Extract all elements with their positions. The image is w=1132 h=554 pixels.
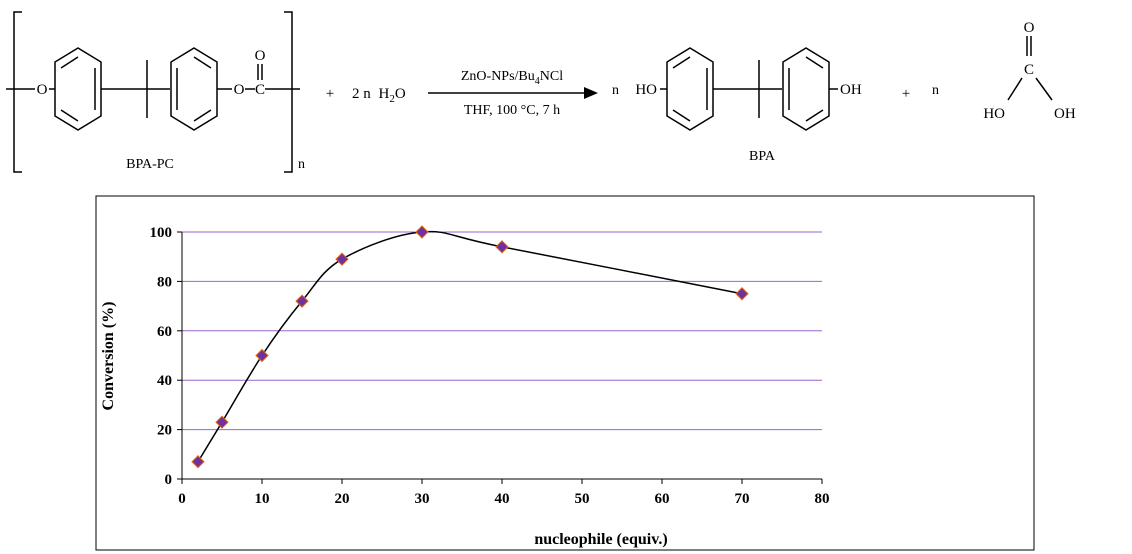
y-tick-labels: 0 20 40 60 80 100 xyxy=(150,225,173,488)
data-point-1 xyxy=(215,415,229,429)
axes xyxy=(177,231,823,484)
water-o: O xyxy=(395,86,406,102)
water-label: 2 n H2O xyxy=(352,86,406,105)
right-bracket xyxy=(284,11,293,173)
carbonyl-o: O xyxy=(255,48,266,64)
scheme-lines xyxy=(6,11,1053,173)
product1-ho: HO xyxy=(635,82,657,98)
conditions-top-post: NCl xyxy=(540,69,563,84)
data-point-5 xyxy=(415,225,429,239)
data-point-7 xyxy=(735,287,749,301)
plus-2: + xyxy=(902,86,910,102)
water-h: H xyxy=(379,86,390,102)
data-point-4 xyxy=(335,252,349,266)
chart-frame xyxy=(95,195,1035,551)
y-tick-label-1: 20 xyxy=(157,423,172,439)
product2-o-top: O xyxy=(1024,20,1035,36)
product2-ho: HO xyxy=(983,106,1005,122)
x-tick-label-5: 50 xyxy=(575,491,590,507)
x-tick-label-0: 0 xyxy=(178,491,186,507)
carbonyl-c: C xyxy=(255,82,265,98)
y-tick-label-3: 60 xyxy=(157,324,172,340)
y-tick-label-5: 100 xyxy=(150,225,173,241)
x-axis-title: nucleophile (equiv.) xyxy=(534,531,667,548)
ring-2 xyxy=(170,47,218,131)
product2-coef: n xyxy=(932,83,939,98)
arrow-head xyxy=(584,87,598,99)
reactant-name: BPA-PC xyxy=(126,157,174,172)
y-tick-label-2: 40 xyxy=(157,373,172,389)
bpa-ring-1 xyxy=(666,47,714,131)
series-line xyxy=(197,230,743,463)
x-tick-labels: 0 10 20 30 40 50 60 70 80 xyxy=(178,491,829,507)
reaction-scheme: O O O C BPA-PC n + 2 n H2O ZnO-NPs/Bu4NC… xyxy=(6,11,1076,173)
x-tick-label-3: 30 xyxy=(415,491,430,507)
grid-lines xyxy=(182,231,822,431)
conditions-top-pre: ZnO-NPs/Bu xyxy=(461,69,535,84)
repeat-n: n xyxy=(298,157,305,172)
product1-oh: OH xyxy=(840,82,862,98)
y-axis-title: Conversion (%) xyxy=(100,302,117,411)
ring-1 xyxy=(54,47,102,131)
product2-oh: OH xyxy=(1054,106,1076,122)
data-point-2 xyxy=(255,348,269,363)
conditions-bottom: THF, 100 °C, 7 h xyxy=(464,103,560,118)
x-tick-label-6: 60 xyxy=(655,491,670,507)
reactant-o-left: O xyxy=(37,82,48,98)
x-tick-label-1: 10 xyxy=(255,491,270,507)
plus-1: + xyxy=(326,86,334,102)
x-tick-label-4: 40 xyxy=(495,491,510,507)
product1-coef: n xyxy=(612,83,619,98)
x-tick-label-7: 70 xyxy=(735,491,750,507)
water-sub: 2 xyxy=(389,93,395,105)
data-point-6 xyxy=(495,240,509,254)
left-bracket xyxy=(13,11,22,173)
product1-name: BPA xyxy=(749,149,776,164)
x-tick-label-2: 20 xyxy=(335,491,350,507)
water-coef: 2 n xyxy=(352,86,371,102)
data-points xyxy=(191,225,749,469)
y-tick-label-4: 80 xyxy=(157,274,172,290)
data-point-0 xyxy=(191,455,205,469)
bpa-ring-2 xyxy=(782,47,830,131)
y-tick-label-0: 0 xyxy=(165,472,173,488)
conditions-top: ZnO-NPs/Bu4NCl xyxy=(461,69,563,87)
data-point-3 xyxy=(295,294,309,308)
reactant-o-right: O xyxy=(234,82,245,98)
conditions-top-sub: 4 xyxy=(535,76,540,87)
x-tick-label-8: 80 xyxy=(815,491,830,507)
product2-c: C xyxy=(1024,62,1034,78)
